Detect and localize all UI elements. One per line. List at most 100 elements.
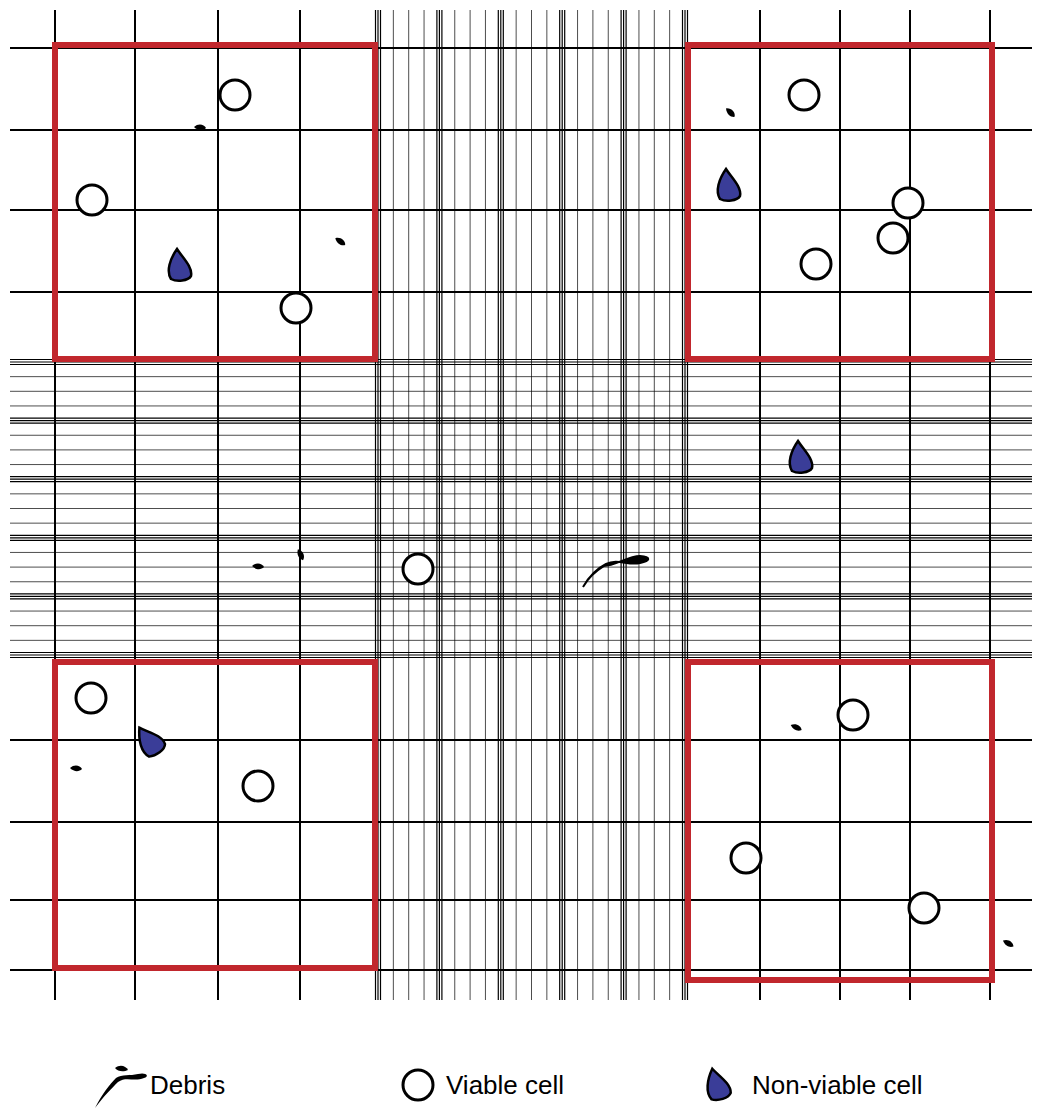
- grid-line: [10, 535, 1032, 536]
- grid-line: [577, 10, 578, 1000]
- legend-label: Viable cell: [446, 1072, 564, 1098]
- cells: [70, 80, 1015, 948]
- grid-line: [839, 10, 841, 1000]
- grid-line: [10, 391, 1032, 392]
- grid-line: [608, 10, 609, 1000]
- grid-line: [470, 10, 471, 1000]
- grid-line: [10, 537, 1032, 538]
- grid-line: [500, 10, 501, 1000]
- debris: [790, 723, 803, 732]
- grid-line: [516, 10, 517, 1000]
- grid-line: [10, 640, 1032, 641]
- grid-line: [10, 364, 1032, 365]
- grid-line: [217, 10, 219, 1000]
- grid-line: [10, 418, 1032, 419]
- grid-line: [10, 657, 1032, 658]
- grid-line: [654, 10, 655, 1000]
- grid-line: [503, 10, 504, 1000]
- grid-line: [10, 567, 1032, 568]
- viable-cell: [731, 843, 761, 873]
- debris-sample: [115, 1066, 128, 1071]
- grid-line: [531, 10, 532, 1000]
- viable-cell: [220, 80, 250, 110]
- non-viable-cell-sample: [704, 1066, 732, 1101]
- grid-line: [10, 611, 1032, 612]
- debris: [70, 765, 82, 771]
- non-viable-cell: [790, 441, 812, 473]
- debris: [252, 563, 264, 569]
- grid-line: [10, 593, 1032, 594]
- grid-line: [454, 10, 455, 1000]
- grid-line: [546, 10, 547, 1000]
- grid-line: [10, 435, 1032, 436]
- viable-cell: [403, 554, 433, 584]
- grid-line: [669, 10, 670, 1000]
- grid-line: [498, 10, 499, 1000]
- viable-cell: [243, 771, 273, 801]
- grid-line: [625, 10, 626, 1000]
- grid-line: [10, 493, 1032, 494]
- grid-line: [10, 581, 1032, 582]
- legend-label: Debris: [150, 1072, 225, 1098]
- grid-line: [10, 476, 1032, 477]
- grid-line: [10, 376, 1032, 377]
- grid-line: [134, 10, 136, 1000]
- grid-line: [10, 596, 1032, 597]
- legend-samples: [95, 1066, 732, 1108]
- debris: [194, 124, 206, 130]
- legend-label: Non-viable cell: [752, 1072, 923, 1098]
- viable-cell: [893, 188, 923, 218]
- grid-line: [10, 209, 1032, 211]
- viable-cell: [909, 893, 939, 923]
- grid-lines: [10, 10, 1032, 1000]
- grid-line: [562, 10, 563, 1000]
- grid-line: [10, 449, 1032, 450]
- grid-line: [439, 10, 440, 1000]
- grid-line: [10, 423, 1032, 424]
- counting-square: [55, 45, 375, 359]
- grid-line: [909, 10, 911, 1000]
- grid-line: [393, 10, 394, 1000]
- counting-squares: [55, 45, 992, 980]
- grid-line: [10, 508, 1032, 509]
- viable-cell: [281, 293, 311, 323]
- non-viable-cell: [169, 249, 191, 281]
- grid-line: [10, 552, 1032, 553]
- grid-line: [10, 540, 1032, 541]
- viable-cell: [838, 700, 868, 730]
- counting-square: [55, 662, 375, 968]
- grid-line: [10, 821, 1032, 823]
- grid-line: [10, 652, 1032, 653]
- debris: [724, 106, 737, 118]
- grid-line: [682, 10, 683, 1000]
- grid-line: [10, 291, 1032, 293]
- non-viable-cell: [132, 721, 167, 760]
- grid-line: [10, 479, 1032, 480]
- grid-line: [559, 10, 560, 1000]
- grid-line: [10, 420, 1032, 421]
- grid-line: [485, 10, 486, 1000]
- grid-line: [10, 654, 1032, 655]
- grid-line: [424, 10, 425, 1000]
- viable-cell: [76, 683, 106, 713]
- grid-line: [564, 10, 565, 1000]
- grid-line: [10, 405, 1032, 406]
- grid-line: [10, 523, 1032, 524]
- grid-line: [620, 10, 621, 1000]
- grid-line: [299, 10, 301, 1000]
- grid-line: [380, 10, 381, 1000]
- viable-cell: [878, 223, 908, 253]
- grid-line: [10, 625, 1032, 626]
- grid-line: [10, 129, 1032, 131]
- viable-cell-sample: [403, 1070, 433, 1100]
- grid-line: [638, 10, 639, 1000]
- grid-line: [10, 464, 1032, 465]
- grid-line: [436, 10, 437, 1000]
- non-viable-cell: [718, 169, 740, 201]
- debris: [1002, 938, 1015, 948]
- debris: [583, 556, 648, 587]
- grid-line: [10, 598, 1032, 599]
- grid-line: [10, 481, 1032, 482]
